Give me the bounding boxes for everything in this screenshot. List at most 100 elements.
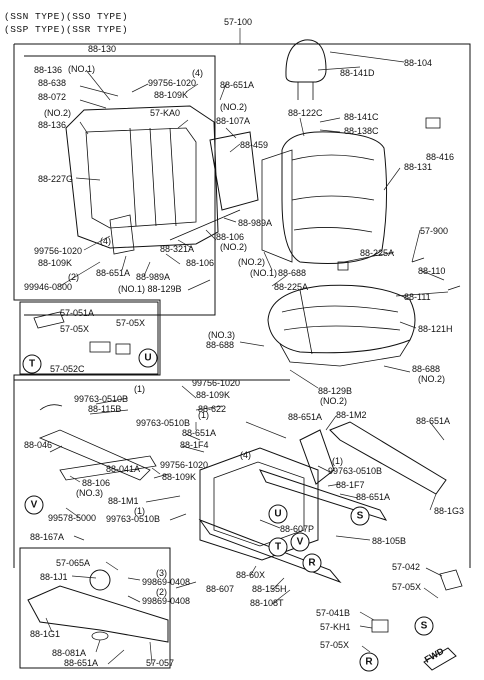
knob-57-052c [89,341,111,353]
seat-back-springs [129,127,177,227]
label-99756-1020-b: 99756-1020 [34,246,82,256]
seat-cushion-shape [267,284,416,354]
label-88-989A-a: 88-989A [238,218,272,228]
label-no2-e: (NO.2) [418,374,445,384]
knob-57-042 [439,569,463,591]
cushion-seam-6 [299,289,313,355]
label-88-109K-c: 88-109K [196,390,230,400]
label-1-a: (1) [134,384,145,394]
cushion-seam-5 [283,325,401,331]
label-99763-0510B-b: 99763-0510B [136,418,190,428]
seat-rail-left [198,518,342,584]
seat-rail-right [259,469,388,521]
label-1-c: (1) [332,456,343,466]
part-88-111-shape [447,285,461,291]
label-88-104: 88-104 [404,58,432,68]
cushion-base [279,339,411,367]
side-shield-shape [27,585,169,643]
svg-text:S: S [357,511,364,522]
part-88-225a-shape [337,261,349,271]
label-88-046: 88-046 [24,440,52,450]
circle-callout-U2: U [268,504,288,524]
svg-text:T: T [275,542,281,553]
label-99869-0408-a: 99869-0408 [142,577,190,587]
label-88-651A-g: 88-651A [64,658,98,668]
label-no2-d: (NO.2) [238,257,265,267]
label-88-136-top: 88-136 [34,65,62,75]
label-88-651A-f: 88-651A [356,492,390,502]
seat-back-frame-inner [85,127,197,229]
label-88-225A-b: 88-225A [274,282,308,292]
label-99763-0510B-d: 99763-0510B [106,514,160,524]
seat-back-box [24,55,216,316]
label-88-321A: 88-321A [160,244,194,254]
label-88-1F7: 88-1F7 [336,480,365,490]
circle-callout-S2: S [414,616,434,636]
part-88-416-shape [425,117,441,129]
cushion-seam-1 [291,154,375,161]
svg-text:U: U [274,509,281,520]
label-1-d: (1) [134,506,145,516]
release-rod [169,209,241,241]
label-88-651A-d: 88-651A [288,412,322,422]
svg-text:R: R [365,657,373,668]
label-88-622: 88-622 [198,404,226,414]
label-88-115B: 88-115B [88,404,121,414]
circle-callout-R1: R [302,553,322,573]
side-shield-box [19,547,171,669]
label-88-1G1: 88-1G1 [30,629,60,639]
label-88-459: 88-459 [240,140,268,150]
label-57-065A: 57-065A [56,558,90,568]
label-88-227G: 88-227G [38,174,73,184]
label-88-141D: 88-141D [340,68,375,78]
label-2-a: (2) [68,272,79,282]
label-88-651A-c: 88-651A [182,428,216,438]
label-57-100: 57-100 [224,17,252,27]
header-type-line-2: (SSP TYPE)(SSR TYPE) [4,24,128,35]
label-88-131: 88-131 [404,162,432,172]
label-88-041A: 88-041A [106,464,140,474]
circle-callout-R2: R [359,652,379,672]
cushion-seam-3 [293,227,373,233]
side-shield-knob [89,569,111,591]
label-57-057: 57-057 [146,658,174,668]
label-99756-1020-c: 99756-1020 [192,378,240,388]
seat-track-inner [213,461,305,547]
label-99578-5000: 99578-5000 [48,513,96,523]
label-99756-1020-d: 99756-1020 [160,460,208,470]
label-88-167A: 88-167A [30,532,64,542]
label-57-05X-a: 57-05X [60,324,89,334]
header-type-line-1: (SSN TYPE)(SSO TYPE) [4,11,128,22]
label-88-121H: 88-121H [418,324,453,334]
label-99869-0408-b: 99869-0408 [142,596,190,606]
label-57-05X-b: 57-05X [116,318,145,328]
label-88-60X: 88-60X [236,570,265,580]
outer-frame-top-right [14,43,471,568]
circle-callout-V1: V [24,495,44,515]
label-3: (3) [156,568,167,578]
label-99763-0510B-c: 99763-0510B [328,466,382,476]
label-88-109K-b: 88-109K [38,258,72,268]
label-88-607: 88-607 [206,584,234,594]
svg-text:R: R [308,558,316,569]
label-88-106-c: 88-106 [82,478,110,488]
svg-text:T: T [29,359,35,370]
label-57-041B: 57-041B [316,608,350,618]
label-88-651A-a: 88-651A [220,80,254,90]
label-57-052C: 57-052C [50,364,85,374]
label-4-b: (4) [100,236,111,246]
label-88-136-bottom: 88-136 [38,120,66,130]
label-no2-f: (NO.2) [320,396,347,406]
label-57-05X-c: 57-05X [392,582,421,592]
headrest-shape [285,39,327,83]
lever-knob-box [19,301,159,375]
label-88-416: 88-416 [426,152,454,162]
label-57-042: 57-042 [392,562,420,572]
label-88-989A-b: 88-989A [136,272,170,282]
label-88-638: 88-638 [38,78,66,88]
part-labels: 57-100 88-130 88-104 88-141D 88-136 (NO.… [24,17,464,668]
label-88-129B-b: 88-129B [318,386,352,396]
label-88-129B-a: (NO.1) 88-129B [118,284,182,294]
label-2-b: (2) [156,587,167,597]
